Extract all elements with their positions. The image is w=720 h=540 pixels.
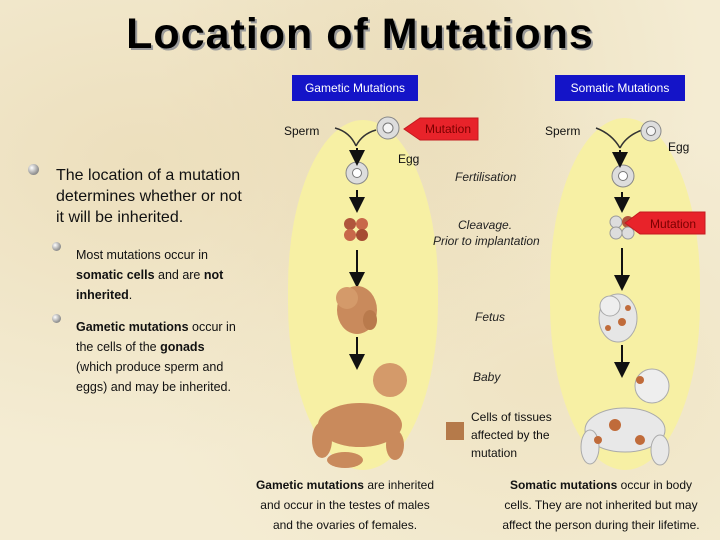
sperm-label-left: Sperm	[284, 124, 319, 138]
cleavage-label: Cleavage.	[458, 218, 512, 232]
prior-to-implantation-label: Prior to implantation	[433, 234, 540, 248]
gametic-point-line2-start: the cells of the	[76, 340, 160, 354]
main-point-line-2: determines whether or not	[56, 186, 281, 207]
zygote-icon-right	[612, 165, 634, 187]
gametic-caption: Gametic mutations are inherited and occu…	[240, 475, 450, 535]
somatic-cells-term: somatic cells	[76, 268, 155, 282]
somatic-point-line-1: Most mutations occur in	[76, 245, 276, 265]
gametic-point-line-1: Gametic mutations occur in	[76, 317, 286, 337]
gametic-point-line-4: eggs) and may be inherited.	[76, 377, 286, 397]
somatic-caption-line-2: cells. They are not inherited but may	[490, 495, 712, 515]
mutation-label-somatic: Mutation	[644, 217, 702, 231]
gametic-point: Gametic mutations occur in the cells of …	[76, 317, 286, 397]
sperm-icon-right	[596, 128, 642, 148]
main-point-line-1: The location of a mutation	[56, 165, 281, 186]
somatic-point-line-3: inherited.	[76, 285, 276, 305]
main-point: The location of a mutation determines wh…	[56, 165, 281, 228]
not-term: not	[204, 268, 223, 282]
somatic-point-line-2: somatic cells and are not	[76, 265, 276, 285]
affected-cells-swatch	[446, 422, 464, 440]
gametic-caption-line-1: Gametic mutations are inherited	[240, 475, 450, 495]
baby-icon-left	[312, 363, 407, 468]
gonads-term: gonads	[160, 340, 204, 354]
legend-text: Cells of tissues affected by the mutatio…	[471, 408, 571, 462]
bullet-icon	[28, 164, 39, 175]
egg-label-right: Egg	[668, 140, 689, 154]
gametic-caption-line1-rest: are inherited	[364, 478, 434, 492]
fetus-icon-left	[336, 286, 377, 334]
egg-icon-right	[641, 121, 661, 141]
somatic-caption-term: Somatic mutations	[510, 478, 617, 492]
zygote-icon-left	[346, 162, 368, 184]
gametic-caption-term: Gametic mutations	[256, 478, 364, 492]
sub-bullet-icon	[52, 242, 61, 251]
somatic-caption: Somatic mutations occur in body cells. T…	[490, 475, 712, 535]
mutation-label-gametic: Mutation	[420, 122, 476, 136]
gametic-point-line1-rest: occur in	[189, 320, 236, 334]
somatic-point-end: .	[129, 288, 132, 302]
legend-line-3: mutation	[471, 444, 571, 462]
gametic-point-line-3: (which produce sperm and	[76, 357, 286, 377]
egg-icon-left	[377, 117, 399, 139]
inherited-term: inherited	[76, 288, 129, 302]
legend-line-2: affected by the	[471, 426, 571, 444]
fetus-label: Fetus	[475, 310, 505, 324]
gametic-caption-line-3: and the ovaries of females.	[240, 515, 450, 535]
fetus-icon-right	[599, 294, 637, 342]
somatic-caption-line-3: affect the person during their lifetime.	[490, 515, 712, 535]
sub-bullet-icon-2	[52, 314, 61, 323]
egg-label-left: Egg	[398, 152, 419, 166]
sperm-label-right: Sperm	[545, 124, 580, 138]
somatic-caption-line1-rest: occur in body	[617, 478, 692, 492]
embryo-cleavage-icon-left	[344, 218, 368, 241]
gametic-mutations-term: Gametic mutations	[76, 320, 189, 334]
gametic-caption-line-2: and occur in the testes of males	[240, 495, 450, 515]
somatic-caption-line-1: Somatic mutations occur in body	[490, 475, 712, 495]
somatic-point: Most mutations occur in somatic cells an…	[76, 245, 276, 305]
legend-line-1: Cells of tissues	[471, 408, 571, 426]
somatic-point-connector: and are	[155, 268, 204, 282]
baby-label: Baby	[473, 370, 500, 384]
sperm-icon-left	[335, 128, 376, 146]
gametic-point-line-2: the cells of the gonads	[76, 337, 286, 357]
fertilisation-label: Fertilisation	[455, 170, 516, 184]
main-point-line-3: it will be inherited.	[56, 207, 281, 228]
baby-icon-right	[581, 369, 669, 465]
